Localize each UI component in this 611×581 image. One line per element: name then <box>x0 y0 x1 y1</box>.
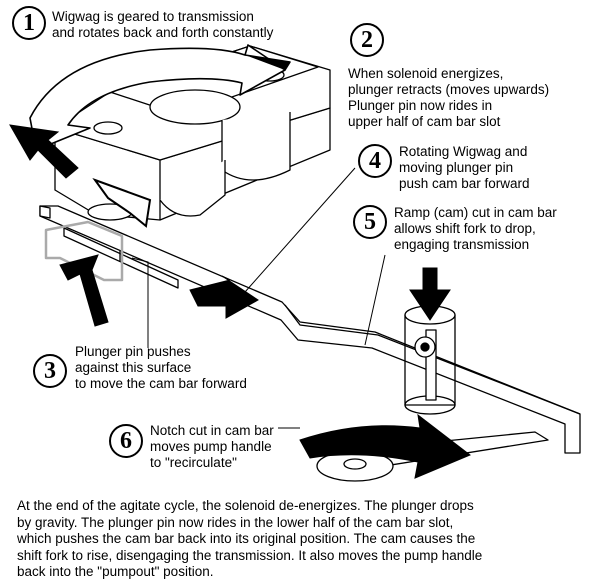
step-6: 6 Notch cut in cam bar moves pump handle… <box>109 423 274 471</box>
step-4: 4 Rotating Wigwag and moving plunger pin… <box>358 144 530 192</box>
leader-line-5 <box>364 254 386 346</box>
arrow-right-pump <box>299 413 471 479</box>
arrow-plunger-retract <box>92 177 152 228</box>
step-3-number: 3 <box>33 354 67 388</box>
step-6-number: 6 <box>109 424 143 458</box>
step-5-number: 5 <box>353 205 387 239</box>
step-5: 5 Ramp (cam) cut in cam bar allows shift… <box>353 205 557 253</box>
arrow-down-shiftfork <box>409 267 451 321</box>
step-5-text: Ramp (cam) cut in cam bar allows shift f… <box>394 205 557 252</box>
step-2: 2 When solenoid energizes, plunger retra… <box>348 23 549 130</box>
step-2-text: When solenoid energizes, plunger retract… <box>348 66 550 129</box>
step-3: 3 Plunger pin pushes against this surfac… <box>33 344 247 392</box>
shift-fork-cylinder <box>404 305 456 415</box>
step-4-number: 4 <box>358 144 392 178</box>
leader-line-4 <box>244 167 356 293</box>
rotation-arrow <box>29 44 291 151</box>
step-2-number: 2 <box>350 23 384 57</box>
step-6-text: Notch cut in cam bar moves pump handle t… <box>150 423 274 470</box>
step-1-number: 1 <box>12 6 46 40</box>
footer-explanation: At the end of the agitate cycle, the sol… <box>17 498 483 580</box>
arrow-up-plunger <box>59 254 109 327</box>
leader-line-3 <box>131 257 149 348</box>
arrow-upleft-block <box>9 124 79 179</box>
step-1-text: Wigwag is geared to transmission and rot… <box>52 9 274 40</box>
step-4-text: Rotating Wigwag and moving plunger pin p… <box>399 144 530 191</box>
step-3-text: Plunger pin pushes against this surface … <box>75 344 247 391</box>
step-1: 1 Wigwag is geared to transmission and r… <box>12 6 273 41</box>
arrow-right-cambar <box>189 275 259 319</box>
